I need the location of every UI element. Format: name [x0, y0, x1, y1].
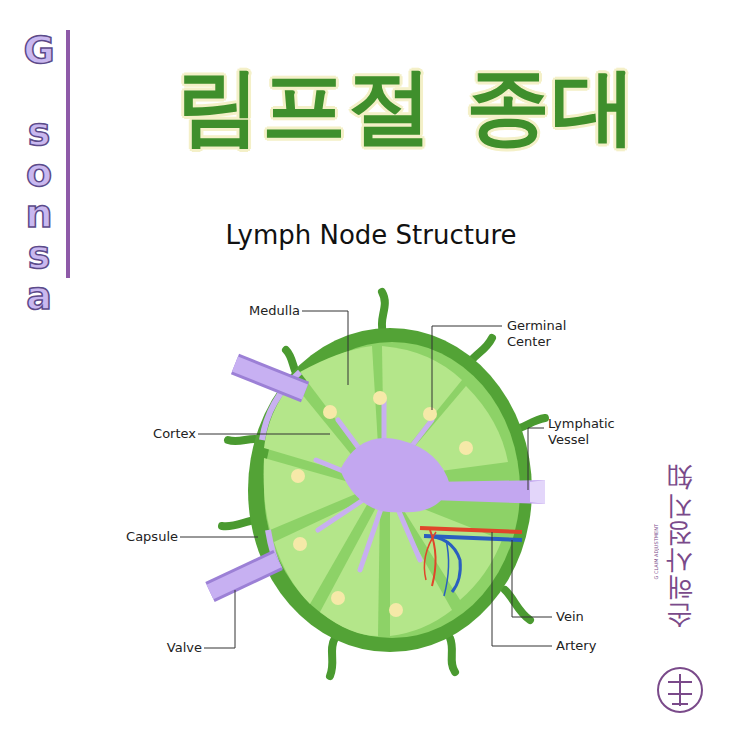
germinal-center [389, 603, 403, 617]
part-label: Medulla [230, 303, 300, 319]
lobe [396, 498, 502, 600]
artery-branch [424, 532, 436, 580]
part-label: Artery [556, 638, 616, 654]
subtitle: Lymph Node Structure [171, 219, 571, 251]
afferent-vessel [210, 560, 278, 592]
strand [470, 338, 492, 362]
germinal-center [331, 591, 345, 605]
germinal-center [459, 441, 473, 455]
leader-line [528, 428, 544, 490]
lymphatic-vessel-end [530, 480, 545, 504]
leader-line [180, 537, 258, 538]
leader-line [204, 590, 235, 648]
logo-mark [668, 674, 692, 706]
brand-name: G sonsa [18, 28, 60, 315]
logo-ring [658, 668, 702, 712]
afferent-vessel [210, 560, 278, 592]
capsule-strands [222, 292, 545, 676]
watermark-small: G CLAIM ADJUSTMENT [652, 524, 660, 580]
vein [424, 536, 522, 540]
afferent-vessel [235, 364, 305, 392]
leader-line [432, 326, 502, 410]
leader-line [512, 540, 552, 617]
strand [382, 292, 385, 332]
part-label: Valve [150, 640, 202, 656]
germinal-center [291, 469, 305, 483]
germinal-center [423, 407, 437, 421]
strand [330, 638, 335, 676]
germinal-center [293, 537, 307, 551]
part-label: Capsule [110, 529, 178, 545]
part-label: Cortex [140, 426, 196, 442]
part-label: Germinal Center [507, 318, 579, 350]
artery [420, 528, 522, 532]
germinal-centers [291, 391, 473, 617]
part-label: Vein [556, 609, 616, 625]
page-title: 림프절 종대 [92, 64, 722, 148]
side-rule [66, 30, 70, 278]
part-label: Lymphatic Vessel [548, 416, 628, 448]
strand [505, 590, 530, 620]
leader-line [492, 532, 552, 646]
leader-lines [180, 311, 552, 648]
medulla [340, 438, 450, 512]
strand [450, 638, 455, 672]
watermark: 손해사정지知 [662, 512, 696, 647]
leader-line [198, 434, 330, 435]
vein-branch [444, 540, 449, 596]
germinal-center [323, 405, 337, 419]
leader-line [302, 311, 348, 385]
germinal-center [373, 391, 387, 405]
afferent-vessel [235, 364, 305, 392]
